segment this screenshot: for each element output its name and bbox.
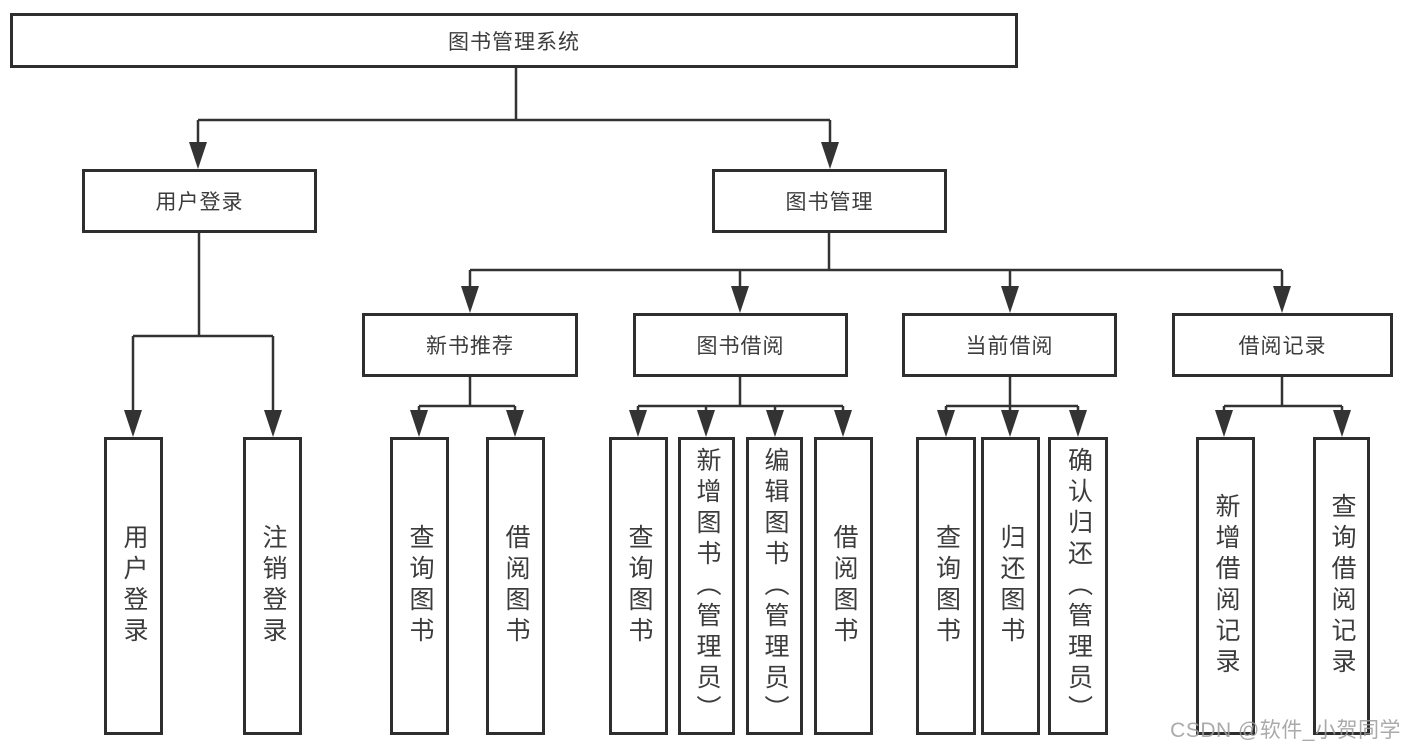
- leaf-label: 确认归还（管理员）: [1064, 446, 1093, 726]
- leaf-label: 注销登录: [259, 524, 287, 648]
- leaf-query-books-3: 查询图书: [916, 437, 976, 735]
- node-borrow-record-label: 借阅记录: [1238, 335, 1327, 358]
- leaf-label: 新增图书（管理员）: [693, 446, 721, 726]
- node-book-borrow-label: 图书借阅: [696, 335, 785, 358]
- node-book-borrow: 图书借阅: [633, 313, 848, 377]
- leaf-add-books-admin: 新增图书（管理员）: [678, 437, 735, 735]
- node-current-borrow: 当前借阅: [902, 313, 1117, 377]
- leaf-label: 用户登录: [120, 524, 148, 648]
- leaf-borrow-books-1: 借阅图书: [486, 437, 545, 735]
- watermark: CSDN @软件_小贺同学: [1170, 719, 1401, 742]
- leaf-add-borrow-record: 新增借阅记录: [1196, 437, 1255, 735]
- leaf-label: 借阅图书: [830, 524, 858, 648]
- leaf-label: 查询借阅记录: [1328, 493, 1356, 679]
- leaf-query-books-1: 查询图书: [390, 437, 449, 735]
- leaf-label: 查询图书: [406, 524, 434, 648]
- node-root: 图书管理系统: [10, 13, 1018, 68]
- node-current-borrow-label: 当前借阅: [965, 335, 1054, 358]
- leaf-edit-books-admin: 编辑图书（管理员）: [746, 437, 803, 735]
- leaf-user-login: 用户登录: [104, 437, 163, 735]
- leaf-logout: 注销登录: [243, 437, 302, 735]
- node-borrow-record: 借阅记录: [1172, 313, 1393, 377]
- node-new-book-recommend: 新书推荐: [362, 313, 578, 377]
- leaf-confirm-return-admin: 确认归还（管理员）: [1048, 437, 1108, 735]
- node-new-book-recommend-label: 新书推荐: [426, 335, 514, 358]
- node-user-login: 用户登录: [82, 169, 317, 233]
- leaf-return-books: 归还图书: [981, 437, 1040, 735]
- leaf-label: 查询图书: [932, 524, 961, 648]
- node-root-label: 图书管理系统: [448, 30, 580, 54]
- leaf-borrow-books-2: 借阅图书: [814, 437, 873, 735]
- node-user-login-label: 用户登录: [155, 191, 244, 214]
- node-book-management-label: 图书管理: [785, 191, 874, 214]
- leaf-label: 编辑图书（管理员）: [761, 446, 789, 726]
- leaf-query-books-2: 查询图书: [609, 437, 668, 735]
- node-book-management: 图书管理: [712, 169, 947, 233]
- leaf-label: 新增借阅记录: [1212, 493, 1240, 679]
- leaf-label: 归还图书: [997, 524, 1025, 648]
- leaf-label: 查询图书: [625, 524, 653, 648]
- leaf-query-borrow-record: 查询借阅记录: [1313, 437, 1370, 735]
- leaf-label: 借阅图书: [502, 524, 530, 648]
